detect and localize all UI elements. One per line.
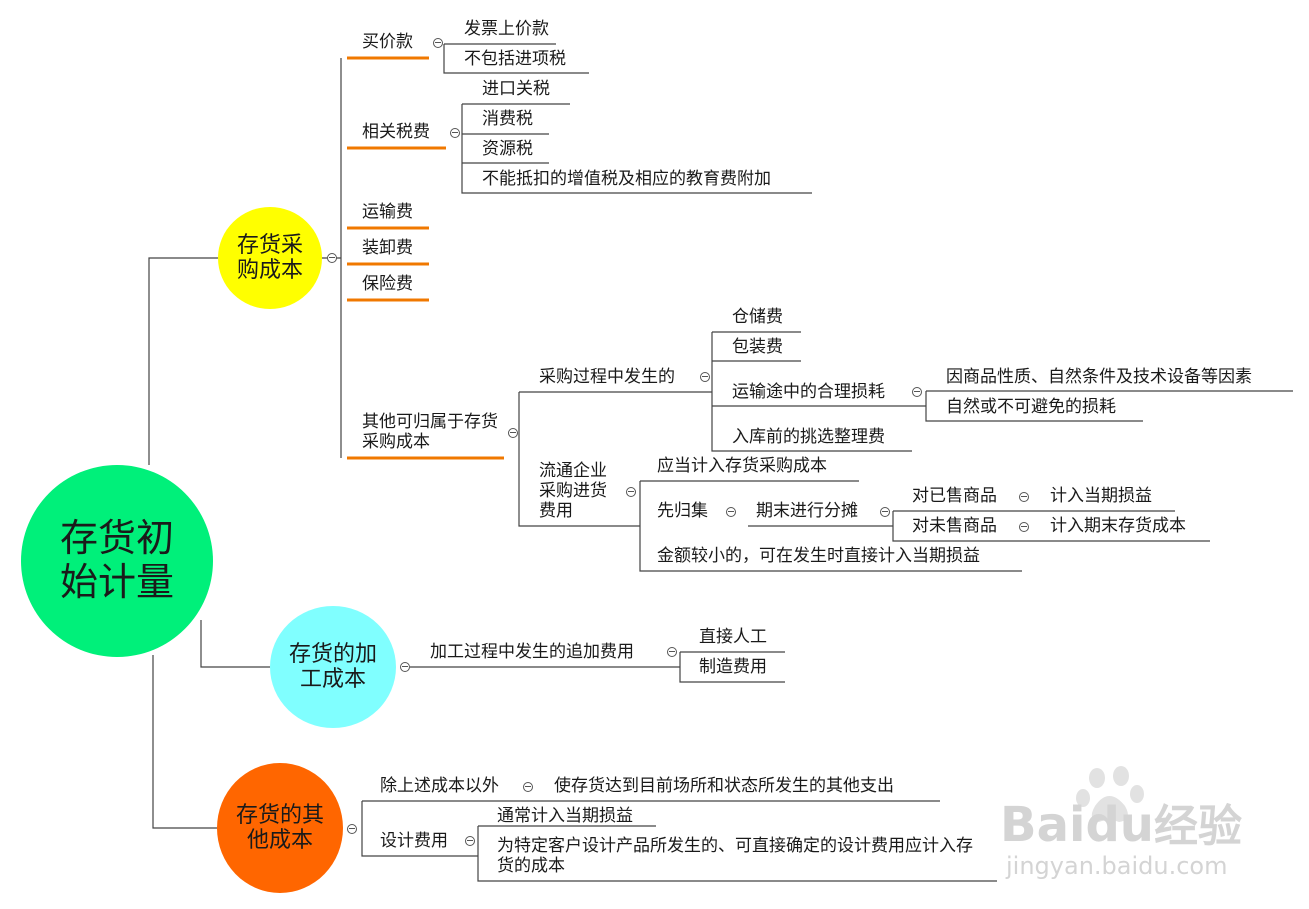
item-other[interactable]: 其他可归属于存货采购成本 <box>362 412 498 452</box>
item-tax-import[interactable]: 进口关税 <box>482 79 550 99</box>
processing-cost-node[interactable]: 存货的加工成本 <box>270 606 396 728</box>
watermark-brand: Baidu经验 <box>1000 790 1242 854</box>
watermark-url: jingyan.baidu.com <box>1006 852 1228 880</box>
item-design-specific[interactable]: 为特定客户设计产品所发生的、可直接确定的设计费用应计入存货的成本 <box>497 836 973 876</box>
item-insurance[interactable]: 保险费 <box>362 274 413 294</box>
item-storage[interactable]: 仓储费 <box>732 307 783 327</box>
item-packaging[interactable]: 包装费 <box>732 337 783 357</box>
collapse-toggle-design[interactable] <box>465 836 475 846</box>
collapse-toggle-distribution[interactable] <box>626 487 636 497</box>
root-node-label: 存货初始计量 <box>59 516 174 604</box>
item-allocate[interactable]: 期末进行分摊 <box>756 501 858 521</box>
item-design-normal[interactable]: 通常计入当期损益 <box>497 806 633 826</box>
collapse-toggle-price[interactable] <box>433 38 443 48</box>
item-processing-extra[interactable]: 加工过程中发生的追加费用 <box>430 642 634 662</box>
item-freight[interactable]: 运输费 <box>362 202 413 222</box>
item-tax-resource[interactable]: 资源税 <box>482 139 533 159</box>
item-price-invoice[interactable]: 发票上价款 <box>464 19 549 39</box>
watermark-brand-bai: Bai <box>1000 797 1086 853</box>
processing-cost-label: 存货的加工成本 <box>288 641 377 692</box>
collapse-toggle-unsold[interactable] <box>1019 522 1029 532</box>
item-taxes[interactable]: 相关税费 <box>362 122 430 142</box>
collapse-toggle-taxes[interactable] <box>450 128 460 138</box>
item-except-detail[interactable]: 使存货达到目前场所和状态所发生的其他支出 <box>554 776 894 796</box>
collapse-toggle-allocate[interactable] <box>880 507 890 517</box>
watermark-brand-cn: 经验 <box>1153 801 1242 852</box>
collapse-toggle-collect[interactable] <box>726 507 736 517</box>
collapse-toggle-processing[interactable] <box>400 662 410 672</box>
item-include[interactable]: 应当计入存货采购成本 <box>657 456 827 476</box>
collapse-toggle-loss[interactable] <box>912 387 922 397</box>
item-except[interactable]: 除上述成本以外 <box>380 776 499 796</box>
collapse-toggle-process[interactable] <box>700 372 710 382</box>
other-cost-label: 存货的其他成本 <box>235 802 324 853</box>
item-sold[interactable]: 对已售商品 <box>912 486 997 506</box>
collapse-toggle-except[interactable] <box>523 782 533 792</box>
purchase-cost-label: 存货采购成本 <box>236 232 303 283</box>
paw-icon <box>1076 766 1144 822</box>
item-small-amount[interactable]: 金额较小的，可在发生时直接计入当期损益 <box>657 546 980 566</box>
item-sorting[interactable]: 入库前的挑选整理费 <box>732 427 885 447</box>
item-loss-reason-2[interactable]: 自然或不可避免的损耗 <box>946 397 1116 417</box>
collapse-toggle-other[interactable] <box>508 428 518 438</box>
collapse-toggle-sold[interactable] <box>1019 492 1029 502</box>
item-unsold-result[interactable]: 计入期末存货成本 <box>1050 516 1186 536</box>
collapse-toggle-other-cost[interactable] <box>347 824 357 834</box>
item-design[interactable]: 设计费用 <box>380 831 448 851</box>
item-tax-vat[interactable]: 不能抵扣的增值税及相应的教育费附加 <box>482 169 771 189</box>
item-handling[interactable]: 装卸费 <box>362 238 413 258</box>
item-process[interactable]: 采购过程中发生的 <box>539 367 675 387</box>
other-cost-node[interactable]: 存货的其他成本 <box>217 763 343 893</box>
item-manufacturing-overhead[interactable]: 制造费用 <box>699 657 767 677</box>
item-loss-reason-1[interactable]: 因商品性质、自然条件及技术设备等因素 <box>946 367 1252 387</box>
collapse-toggle-processing-item[interactable] <box>667 647 677 657</box>
item-sold-result[interactable]: 计入当期损益 <box>1050 486 1152 506</box>
root-node[interactable]: 存货初始计量 <box>21 465 213 657</box>
item-direct-labor[interactable]: 直接人工 <box>699 627 767 647</box>
item-collect[interactable]: 先归集 <box>657 501 708 521</box>
item-unsold[interactable]: 对未售商品 <box>912 516 997 536</box>
item-price[interactable]: 买价款 <box>362 32 413 52</box>
item-tax-consumption[interactable]: 消费税 <box>482 109 533 129</box>
item-distribution[interactable]: 流通企业采购进货费用 <box>539 461 607 521</box>
watermark-brand-du: du <box>1085 797 1154 853</box>
item-transit-loss[interactable]: 运输途中的合理损耗 <box>732 382 885 402</box>
purchase-cost-node[interactable]: 存货采购成本 <box>218 207 322 309</box>
collapse-toggle-purchase[interactable] <box>327 253 337 263</box>
item-price-no-vat[interactable]: 不包括进项税 <box>464 49 566 69</box>
